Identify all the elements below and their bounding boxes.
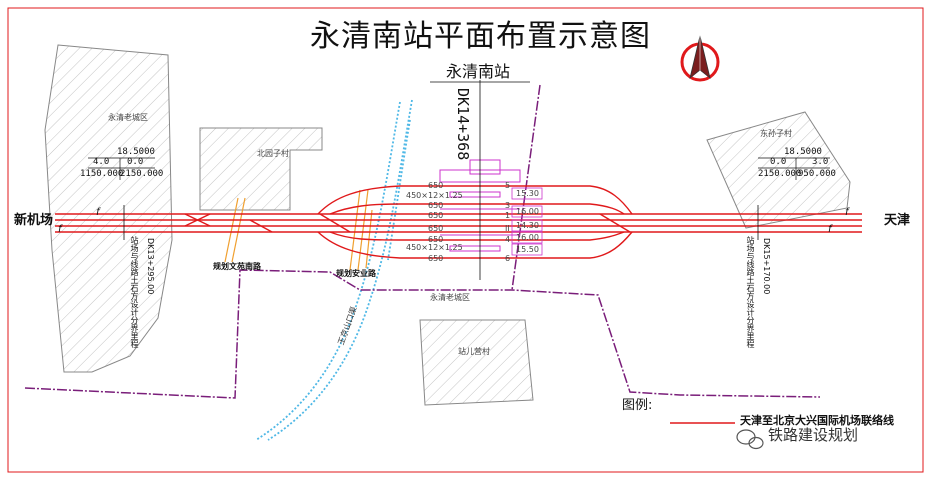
left-table-mid-0: 4.0 bbox=[93, 157, 110, 167]
left-boundary-desc: 站场与线路土石方设计分界里程 bbox=[130, 236, 139, 348]
track-number: 6 bbox=[505, 254, 511, 263]
old-town-area bbox=[44, 44, 173, 373]
track-mark-f: f bbox=[828, 224, 832, 235]
right-table-top: 18.5000 bbox=[784, 147, 822, 157]
road-label-anye: 规划安业路 bbox=[336, 269, 376, 278]
area-label-dongxinzhuang: 东孙子村 bbox=[760, 129, 792, 138]
area-label-zhanerying: 站儿营村 bbox=[458, 347, 490, 356]
area-label-old-town: 永清老城区 bbox=[108, 113, 148, 122]
platform-value-boxes bbox=[511, 187, 543, 256]
right-boundary-mileage: DK15+170.00 bbox=[762, 238, 771, 295]
left-table-top: 18.5000 bbox=[117, 147, 155, 157]
platform-value: 14.30 bbox=[516, 221, 539, 230]
track-mark-f: f bbox=[845, 207, 849, 218]
station-name: 永清南站 bbox=[446, 62, 511, 81]
platform-length: 650 bbox=[428, 235, 444, 244]
right-boundary-desc: 站场与线路土石方设计分界里程 bbox=[746, 236, 755, 348]
track-mark-f: f bbox=[96, 207, 100, 218]
platform-value: 16.00 bbox=[516, 233, 539, 242]
legend-line-label: 天津至北京大兴国际机场联络线 bbox=[740, 414, 894, 427]
road-label-wenyuan: 规划文苑南路 bbox=[213, 262, 261, 271]
end-label-new-airport: 新机场 bbox=[14, 213, 54, 228]
right-table-mid-1: 3.0 bbox=[812, 157, 829, 167]
track-number: 4 bbox=[505, 235, 511, 244]
track-number: II bbox=[505, 224, 510, 233]
track-number: 1 bbox=[505, 211, 511, 220]
platform-length: 650 bbox=[428, 201, 444, 210]
beichen-village-area bbox=[199, 127, 323, 211]
platform-length: 650 bbox=[428, 224, 444, 233]
platform-length: 650 bbox=[428, 211, 444, 220]
right-table-mid-0: 0.0 bbox=[770, 157, 787, 167]
watermark-text: 铁路建设规划 bbox=[768, 426, 859, 444]
track-number: 5 bbox=[505, 181, 511, 190]
left-boundary-mileage: DK13+295.00 bbox=[146, 238, 155, 295]
left-table-bottom-0: 1150.000 bbox=[80, 169, 124, 179]
area-label-old-town-boundary: 永清老城区 bbox=[430, 293, 470, 302]
track-number: 3 bbox=[505, 201, 511, 210]
legend-title: 图例: bbox=[622, 398, 653, 413]
platform-dimension: 450×12×1.25 bbox=[406, 243, 463, 252]
station-mileage: DK14+368 bbox=[454, 88, 472, 161]
zhanerying-village-area bbox=[419, 319, 534, 406]
diagram-title: 永清南站平面布置示意图 bbox=[310, 19, 651, 54]
river-channel bbox=[255, 99, 413, 441]
platform-length: 650 bbox=[428, 254, 444, 263]
platform-value: 15.50 bbox=[516, 245, 539, 254]
right-elevation-table bbox=[758, 157, 830, 180]
platform-length: 650 bbox=[428, 181, 444, 190]
wechat-icon bbox=[736, 429, 764, 450]
area-label-beichen: 北园子村 bbox=[257, 149, 289, 158]
left-table-bottom-1: 2150.000 bbox=[120, 169, 164, 179]
left-elevation-table bbox=[88, 157, 155, 180]
track-mark-f: f bbox=[58, 224, 62, 235]
platform-value: 16.00 bbox=[516, 207, 539, 216]
platform-value: 15.30 bbox=[516, 189, 539, 198]
left-table-mid-1: 0.0 bbox=[127, 157, 144, 167]
station-tracks bbox=[317, 185, 633, 259]
end-label-tianjin: 天津 bbox=[884, 213, 911, 228]
frame-border bbox=[7, 7, 924, 473]
track-main-lines bbox=[55, 213, 862, 233]
old-town-boundary-line bbox=[24, 84, 821, 399]
north-arrow-icon bbox=[680, 35, 720, 82]
right-table-bottom-1: 950.000 bbox=[798, 169, 836, 179]
right-table-bottom-0: 2150.000 bbox=[758, 169, 802, 179]
platform-dimension: 450×12×1.25 bbox=[406, 191, 463, 200]
